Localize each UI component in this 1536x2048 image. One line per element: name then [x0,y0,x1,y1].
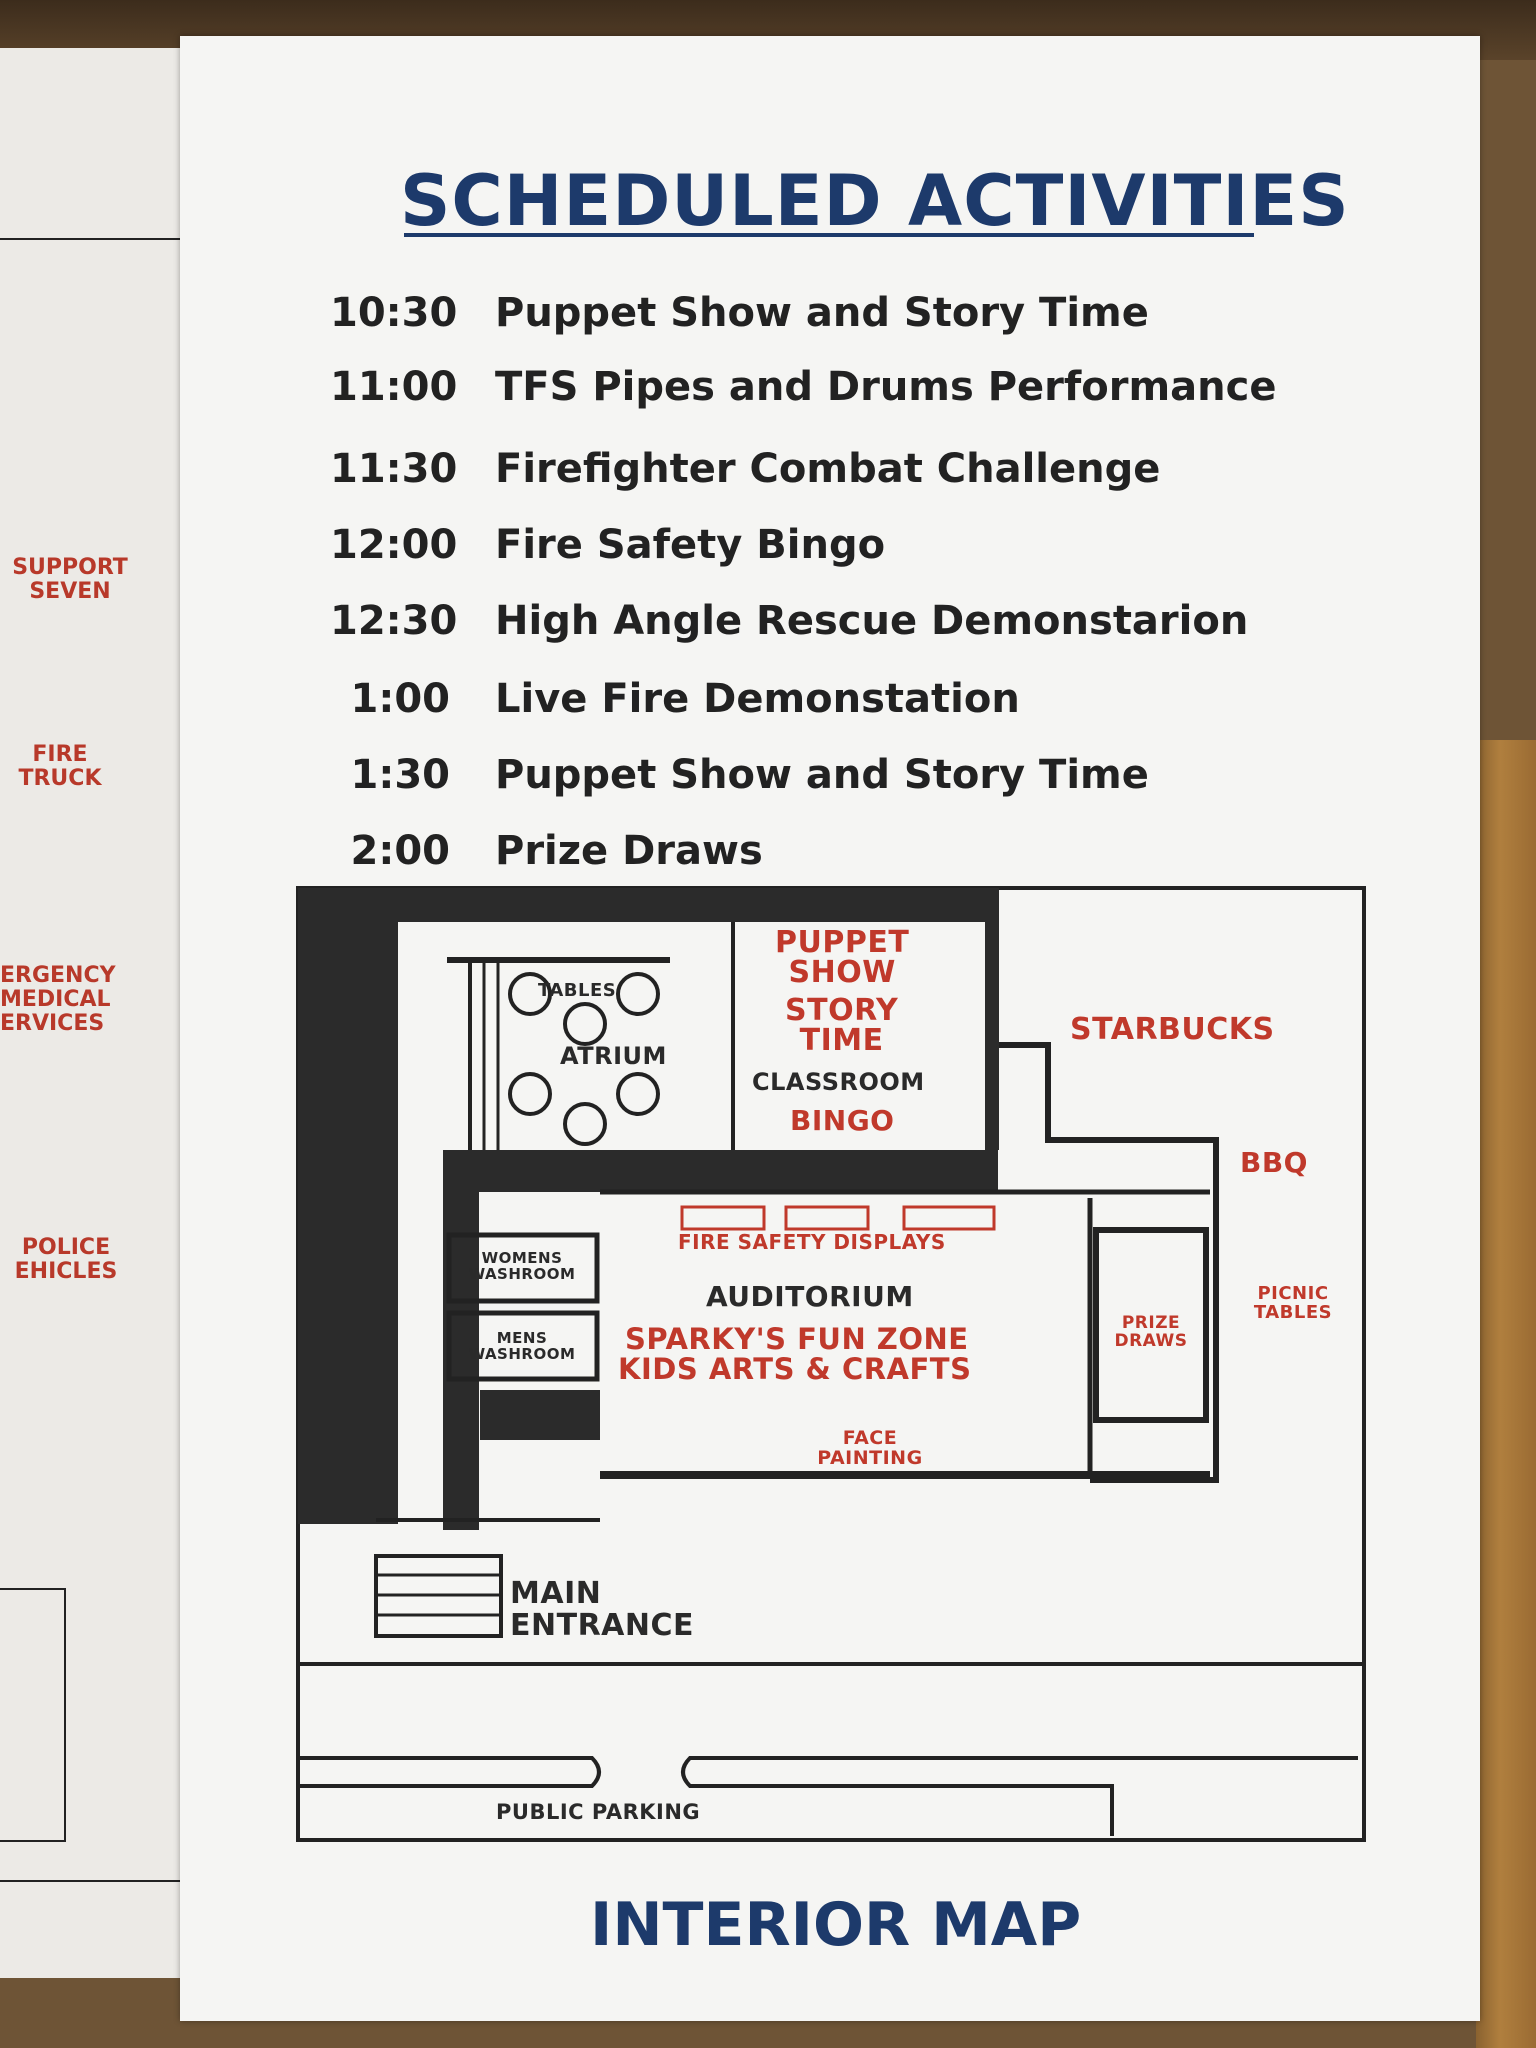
north-wall [298,888,998,922]
schedule-activity: Puppet Show and Story Time [495,290,1149,336]
table-circle [616,1072,660,1116]
schedule-time: 1:00 [350,676,451,722]
schedule-item: 1:00 Live Fire Demonstation [330,676,1330,726]
schedule-activity: Prize Draws [495,828,763,874]
schedule-item: 1:30 Puppet Show and Story Time [330,752,1330,802]
support-seven-label: SUPPORT SEVEN [12,555,128,604]
fire-truck-label: FIRE TRUCK [18,742,102,791]
display-box [902,1205,996,1231]
interior-map-title: INTERIOR MAP [590,1890,1082,1960]
prize-area [1093,1227,1209,1423]
schedule-item: 11:30 Firefighter Combat Challenge [330,446,1330,496]
schedule-time: 12:00 [330,522,458,568]
schedule-item: 11:00 TFS Pipes and Drums Performance [330,364,1330,414]
schedule-activity: High Angle Rescue Demonstarion [495,598,1249,644]
starbucks-label: STARBUCKS [1070,1012,1275,1047]
womens-washroom-label: WOMENS WASHROOM [468,1249,576,1283]
classroom-east-wall [985,888,999,1150]
schedule-activity: TFS Pipes and Drums Performance [495,364,1277,410]
schedule-time: 11:00 [330,364,458,410]
story-time-label: STORY TIME [785,993,899,1058]
schedule-time: 12:30 [330,598,458,644]
schedule-item: 12:30 High Angle Rescue Demonstarion [330,598,1330,648]
table-circle [563,1102,607,1146]
bbq-label: BBQ [1240,1146,1308,1179]
classroom-label: CLASSROOM [752,1068,925,1096]
tables-label: TABLES [538,980,617,1001]
parking-divider-left [300,1756,601,1788]
public-parking-label: PUBLIC PARKING [496,1800,701,1824]
schedule-activity: Puppet Show and Story Time [495,752,1149,798]
schedule-activity: Live Fire Demonstation [495,676,1020,722]
entrance-block [480,1390,600,1440]
schedule-time: 11:30 [330,446,458,492]
auditorium-label: AUDITORIUM [706,1280,914,1313]
schedule-activity: Firefighter Combat Challenge [495,446,1161,492]
sparkys-fun-zone-label: SPARKY'S FUN ZONE [625,1322,969,1356]
schedule-activity: Fire Safety Bingo [495,522,886,568]
starbucks-wall [999,1042,1219,1483]
schedule-item: 2:00 Prize Draws [330,828,1330,878]
picnic-tables-label: PICNIC TABLES [1253,1283,1333,1323]
schedule-item: 12:00 Fire Safety Bingo [330,522,1330,572]
atrium-label: ATRIUM [560,1042,667,1070]
schedule-time: 10:30 [330,290,458,336]
ems-label: ERGENCY MEDICAL ERVICES [0,963,116,1036]
display-box [680,1205,766,1231]
table-circle [508,972,552,1016]
table-surface-right [1476,740,1536,2048]
atrium-south-wall [443,1150,998,1192]
mens-washroom [446,1310,600,1382]
prize-draws-label: PRIZE DRAWS [1114,1313,1188,1351]
womens-washroom [446,1232,600,1304]
schedule-item: 10:30 Puppet Show and Story Time [330,290,1330,340]
schedule-time: 1:30 [350,752,451,798]
west-wall [298,888,398,1524]
left-panel: SUPPORT SEVEN FIRE TRUCK ERGENCY MEDICAL… [0,48,200,1978]
mens-washroom-label: MENS WASHROOM [468,1329,576,1363]
police-vehicles-label: POLICE EHICLES [14,1235,118,1284]
display-box [784,1205,870,1231]
schedule-time: 2:00 [350,828,451,874]
kids-arts-crafts-label: KIDS ARTS & CRAFTS [618,1352,972,1386]
bingo-label: BINGO [790,1104,895,1137]
table-circle [508,1072,552,1116]
main-entrance-label: MAIN ENTRANCE [510,1576,694,1643]
puppet-show-label: PUPPET SHOW [775,925,910,990]
left-panel-inner-box [0,1588,66,1842]
schedule-title: SCHEDULED ACTIVITIES [400,160,1350,242]
table-circle [616,972,660,1016]
table-circle [563,1002,607,1046]
fire-safety-displays-label: FIRE SAFETY DISPLAYS [678,1230,946,1254]
title-underline [404,233,1254,237]
parking-divider-right [681,1756,1358,1836]
face-painting-label: FACE PAINTING [817,1427,923,1469]
